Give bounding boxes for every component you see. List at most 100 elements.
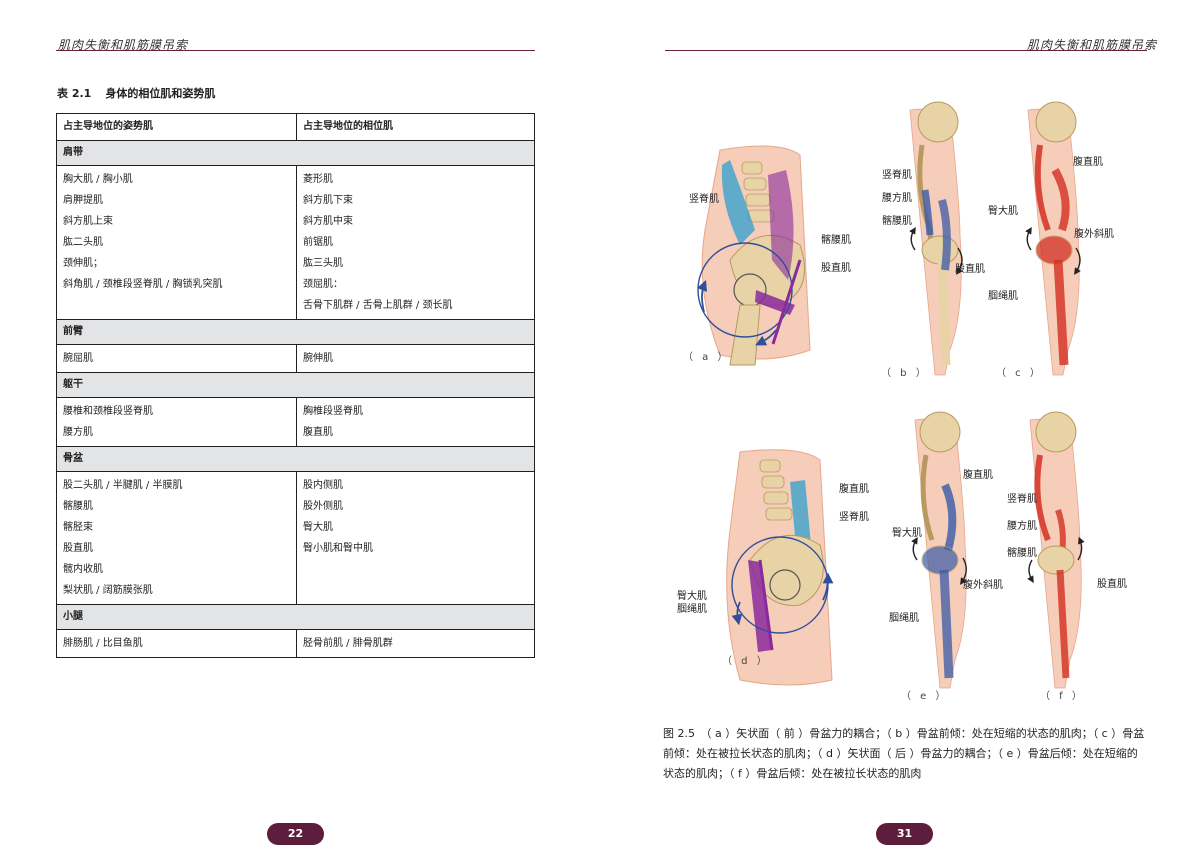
label-c-rectus-abdominis: 腹直肌 (1073, 157, 1103, 168)
panel-f-illustration (1027, 411, 1085, 689)
label-d-hamstrings: 腘绳肌 (677, 604, 707, 615)
table-number: 表 2.1 (57, 87, 92, 100)
label-e-gluteus: 臀大肌 (892, 528, 922, 539)
table-caption: 身体的相位肌和姿势肌 (105, 87, 216, 100)
phasic-muscle-item: 臀小肌和臀中肌 (303, 543, 373, 554)
phasic-muscles-cell: 腕伸肌 (296, 344, 535, 373)
running-head-left: 肌肉失衡和肌筋膜吊索 (58, 38, 189, 52)
phasic-muscle-item: 胫骨前肌 / 腓骨肌群 (303, 638, 393, 649)
phasic-muscles-cell: 胸椎段竖脊肌腹直肌 (296, 397, 535, 447)
label-b-iliopsoas: 髂腰肌 (882, 216, 912, 227)
phasic-muscles-cell: 菱形肌斜方肌下束斜方肌中束前锯肌肱三头肌颈屈肌：舌骨下肌群 / 舌骨上肌群 / … (296, 165, 535, 320)
postural-muscle-item: 腓肠肌 / 比目鱼肌 (63, 638, 143, 649)
label-f-erector: 竖脊肌 (1007, 494, 1037, 505)
label-a-iliopsoas: 髂腰肌 (821, 235, 851, 246)
postural-muscle-item: 髋内收肌 (63, 564, 103, 575)
label-b-quadratus: 腰方肌 (882, 193, 912, 204)
section-name: 骨盆 (56, 446, 535, 472)
phasic-muscles-cell: 胫骨前肌 / 腓骨肌群 (296, 629, 535, 658)
section-name: 小腿 (56, 604, 535, 630)
panel-label-a: （ a ） (683, 352, 731, 363)
phasic-muscle-item: 股外侧肌 (303, 501, 343, 512)
section-name: 前臂 (56, 319, 535, 345)
postural-muscle-item: 股直肌 (63, 543, 93, 554)
column-header-phasic: 占主导地位的相位肌 (296, 113, 535, 141)
label-a-rectus-femoris: 股直肌 (821, 263, 851, 274)
label-f-quadratus: 腰方肌 (1007, 521, 1037, 532)
postural-muscle-item: 斜方肌上束 (63, 216, 113, 227)
running-head-right: 肌肉失衡和肌筋膜吊索 (1027, 38, 1158, 52)
postural-muscle-item: 腕屈肌 (63, 353, 93, 364)
phasic-muscles-cell: 股内侧肌股外侧肌臀大肌臀小肌和臀中肌 (296, 471, 535, 605)
panel-label-b: （ b ） (881, 368, 929, 379)
label-b-rectus-femoris: 股直肌 (955, 264, 985, 275)
label-d-rectus-abdominis: 腹直肌 (839, 484, 869, 495)
panel-a-illustration (696, 145, 811, 366)
panel-label-d: （ d ） (722, 656, 770, 667)
postural-muscle-item: 腰椎和颈椎段竖脊肌 (63, 406, 153, 417)
column-header-postural: 占主导地位的姿势肌 (56, 113, 297, 141)
phasic-muscle-item: 颈屈肌： (303, 279, 343, 290)
postural-muscles-cell: 腓肠肌 / 比目鱼肌 (56, 629, 297, 658)
section-content-row: 胸大肌 / 胸小肌肩胛提肌斜方肌上束肱二头肌颈伸肌；斜角肌 / 颈椎段竖脊肌 /… (56, 165, 535, 320)
section-name: 躯干 (56, 372, 535, 398)
label-e-oblique: 腹外斜肌 (963, 580, 1003, 591)
table-title: 表 2.1 身体的相位肌和姿势肌 (57, 85, 215, 101)
postural-muscles-cell: 股二头肌 / 半腱肌 / 半膜肌髂腰肌髂胫束股直肌髋内收肌梨状肌 / 阔筋膜张肌 (56, 471, 297, 605)
page-number-left: 22 (267, 823, 324, 845)
panel-label-f: （ f ） (1040, 691, 1085, 702)
section-header-row: 躯干 (56, 372, 535, 398)
label-a-erector: 竖脊肌 (689, 194, 719, 205)
panel-e-illustration (911, 411, 967, 689)
postural-muscle-item: 斜角肌 / 颈椎段竖脊肌 / 胸锁乳突肌 (63, 279, 223, 290)
section-name: 肩带 (56, 140, 535, 166)
header-rule-right (665, 50, 1147, 51)
postural-muscle-item: 股二头肌 / 半腱肌 / 半膜肌 (63, 480, 183, 491)
label-b-erector: 竖脊肌 (882, 170, 912, 181)
label-d-erector: 竖脊肌 (839, 512, 869, 523)
label-e-hamstrings: 腘绳肌 (889, 613, 919, 624)
phasic-muscle-item: 腹直肌 (303, 427, 333, 438)
label-c-oblique: 腹外斜肌 (1074, 229, 1114, 240)
label-e-rectus-abdominis: 腹直肌 (963, 470, 993, 481)
panel-c-illustration (1025, 101, 1081, 376)
panel-label-e: （ e ） (901, 691, 949, 702)
phasic-muscle-item: 前锯肌 (303, 237, 333, 248)
postural-muscles-cell: 腰椎和颈椎段竖脊肌腰方肌 (56, 397, 297, 447)
phasic-muscle-item: 舌骨下肌群 / 舌骨上肌群 / 颈长肌 (303, 300, 453, 311)
label-d-gluteus: 臀大肌 (677, 591, 707, 602)
section-header-row: 小腿 (56, 604, 535, 630)
panel-d-illustration (726, 449, 834, 686)
phasic-muscle-item: 腕伸肌 (303, 353, 333, 364)
section-header-row: 肩带 (56, 140, 535, 166)
postural-muscle-item: 髂腰肌 (63, 501, 93, 512)
phasic-muscle-item: 肱三头肌 (303, 258, 343, 269)
section-content-row: 腰椎和颈椎段竖脊肌腰方肌胸椎段竖脊肌腹直肌 (56, 397, 535, 447)
postural-muscles-cell: 胸大肌 / 胸小肌肩胛提肌斜方肌上束肱二头肌颈伸肌；斜角肌 / 颈椎段竖脊肌 /… (56, 165, 297, 320)
phasic-muscle-item: 股内侧肌 (303, 480, 343, 491)
postural-muscle-item: 髂胫束 (63, 522, 93, 533)
postural-muscle-item: 梨状肌 / 阔筋膜张肌 (63, 585, 153, 596)
postural-muscles-cell: 腕屈肌 (56, 344, 297, 373)
section-header-row: 前臂 (56, 319, 535, 345)
muscle-table: 占主导地位的姿势肌 占主导地位的相位肌 肩带胸大肌 / 胸小肌肩胛提肌斜方肌上束… (56, 113, 535, 658)
panel-label-c: （ c ） (996, 368, 1043, 379)
section-content-row: 腕屈肌 腕伸肌 (56, 344, 535, 373)
postural-muscle-item: 肩胛提肌 (63, 195, 103, 206)
header-rule-left (56, 50, 535, 51)
panel-b-illustration (909, 101, 963, 376)
label-f-rectus-femoris: 股直肌 (1097, 579, 1127, 590)
page-number-right: 31 (876, 823, 933, 845)
section-header-row: 骨盆 (56, 446, 535, 472)
phasic-muscle-item: 斜方肌下束 (303, 195, 353, 206)
section-content-row: 股二头肌 / 半腱肌 / 半膜肌髂腰肌髂胫束股直肌髋内收肌梨状肌 / 阔筋膜张肌… (56, 471, 535, 605)
label-c-gluteus: 臀大肌 (988, 206, 1018, 217)
section-content-row: 腓肠肌 / 比目鱼肌 胫骨前肌 / 腓骨肌群 (56, 629, 535, 658)
table-header-row: 占主导地位的姿势肌 占主导地位的相位肌 (56, 113, 535, 141)
phasic-muscle-item: 斜方肌中束 (303, 216, 353, 227)
figure-caption: 图 2.5 （ a ）矢状面（ 前 ）骨盆力的耦合；（ b ）骨盆前倾：处在短缩… (663, 727, 1145, 780)
postural-muscle-item: 胸大肌 / 胸小肌 (63, 174, 133, 185)
label-f-iliopsoas: 髂腰肌 (1007, 548, 1037, 559)
postural-muscle-item: 颈伸肌； (63, 258, 103, 269)
label-c-hamstrings: 腘绳肌 (988, 291, 1018, 302)
